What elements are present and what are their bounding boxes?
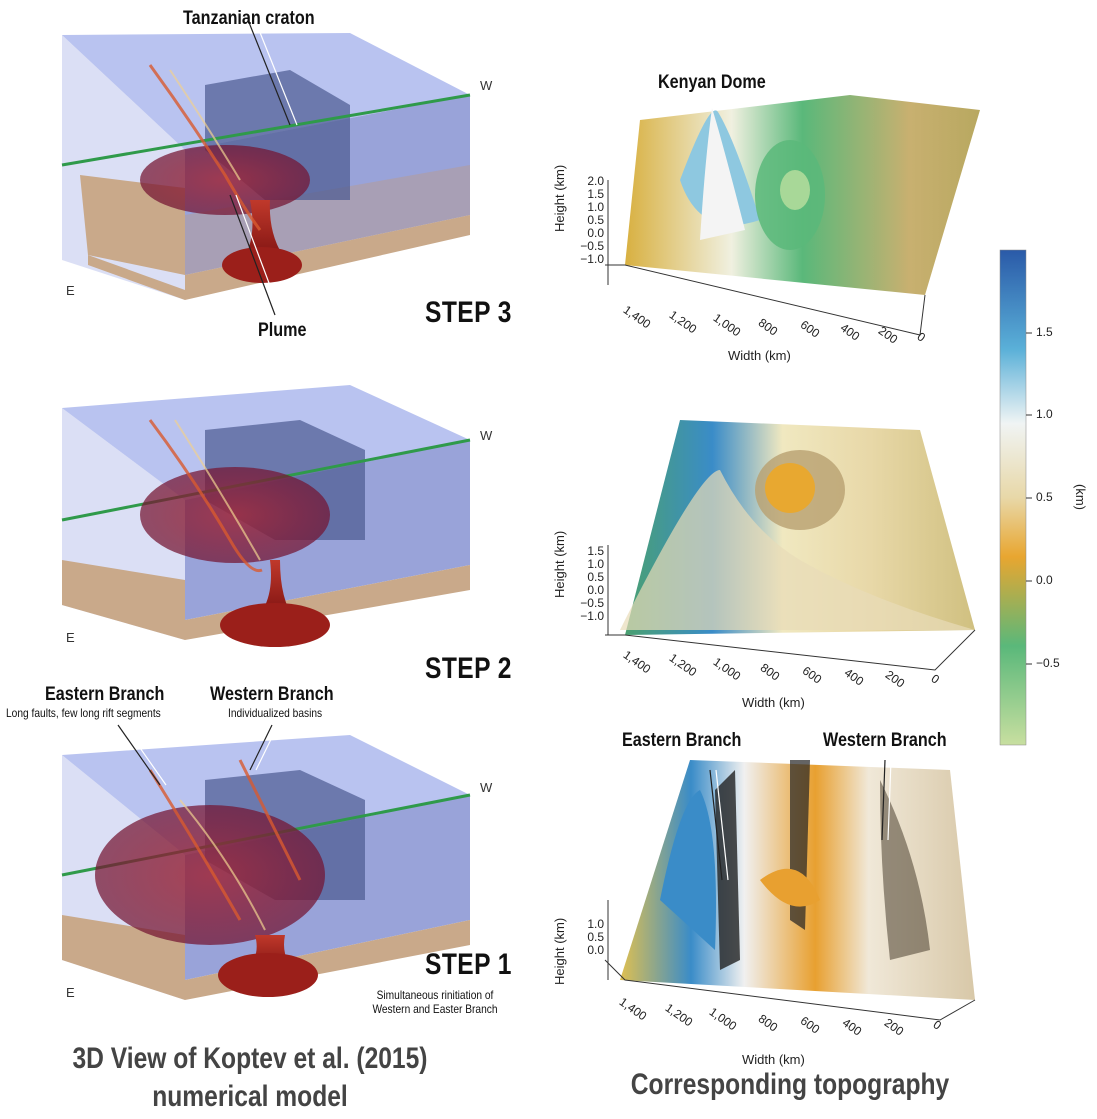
left-caption-line1: 3D View of Koptev et al. (2015) [72, 1042, 428, 1075]
ytick: 0.0 [587, 226, 604, 240]
initiation-note: Simultaneous rinitiation of Western and … [363, 988, 508, 1016]
ytick: 0.5 [587, 930, 604, 944]
step3-label: STEP 3 [425, 296, 512, 329]
colorbar-tick: 1.0 [1036, 407, 1053, 421]
yticks-bottom: 1.0 0.5 0.0 [580, 918, 604, 957]
ytick: 2.0 [587, 174, 604, 188]
colorbar-tick: 0.5 [1036, 490, 1053, 504]
ytick: 1.0 [587, 557, 604, 571]
note-line-1: Simultaneous rinitiation of [376, 988, 494, 1002]
ylabel-bottom: Height (km) [552, 917, 567, 985]
ytick: 0.5 [587, 570, 604, 584]
east-label-step1: E [66, 985, 75, 1000]
colorbar-tick: 1.5 [1036, 325, 1053, 339]
ytick: −1.0 [580, 609, 604, 623]
ylabel-middle: Height (km) [552, 530, 567, 598]
topography-surface-middle [605, 420, 976, 671]
colorbar [999, 249, 1027, 746]
ytick: 1.0 [587, 917, 604, 931]
ytick: 0.0 [587, 583, 604, 597]
xlabel-top: Width (km) [728, 348, 791, 363]
eastern-branch-label: Eastern Branch [45, 684, 165, 705]
step2-label: STEP 2 [425, 652, 512, 685]
ytick: −1.0 [580, 252, 604, 266]
xlabel-bottom: Width (km) [742, 1052, 805, 1067]
step1-label: STEP 1 [425, 948, 512, 981]
west-label-step2: W [480, 428, 493, 443]
western-branch-label: Western Branch [210, 684, 334, 705]
colorbar-tick: −0.5 [1036, 656, 1060, 670]
ylabel-top: Height (km) [552, 164, 567, 232]
colorbar-unit: (km) [1073, 484, 1088, 510]
model-block-step3 [61, 19, 471, 316]
yticks-top: 2.0 1.5 1.0 0.5 0.0 −0.5 −1.0 [580, 175, 604, 266]
ytick: 1.5 [587, 187, 604, 201]
model-block-step1 [61, 724, 471, 1000]
western-branch-sub: Individualized basins [228, 706, 323, 720]
colorbar-tick: 0.0 [1036, 573, 1053, 587]
ytick: 1.5 [587, 544, 604, 558]
ytick: 0.5 [587, 213, 604, 227]
right-caption: Corresponding topography [630, 1068, 950, 1101]
topography-surface-top [605, 95, 980, 336]
left-caption-line2: numerical model [152, 1080, 348, 1113]
yticks-middle: 1.5 1.0 0.5 0.0 −0.5 −1.0 [580, 545, 604, 623]
ytick: −0.5 [580, 239, 604, 253]
kenyan-dome-label: Kenyan Dome [658, 72, 766, 93]
west-label-step1: W [480, 780, 493, 795]
plume-label: Plume [258, 320, 307, 341]
west-label-step3: W [480, 78, 493, 93]
craton-label: Tanzanian craton [183, 8, 315, 29]
topo-western-branch-label: Western Branch [823, 730, 947, 751]
ytick: −0.5 [580, 596, 604, 610]
eastern-branch-sub: Long faults, few long rift segments [6, 706, 161, 720]
topography-surface-bottom [604, 759, 976, 1021]
east-label-step3: E [66, 283, 75, 298]
ytick: 0.0 [587, 943, 604, 957]
colorbar-ticks [1026, 332, 1032, 665]
east-label-step2: E [66, 630, 75, 645]
topo-eastern-branch-label: Eastern Branch [622, 730, 742, 751]
model-block-step2 [61, 385, 471, 647]
xlabel-middle: Width (km) [742, 695, 805, 710]
ytick: 1.0 [587, 200, 604, 214]
note-line-2: Western and Easter Branch [372, 1002, 498, 1016]
